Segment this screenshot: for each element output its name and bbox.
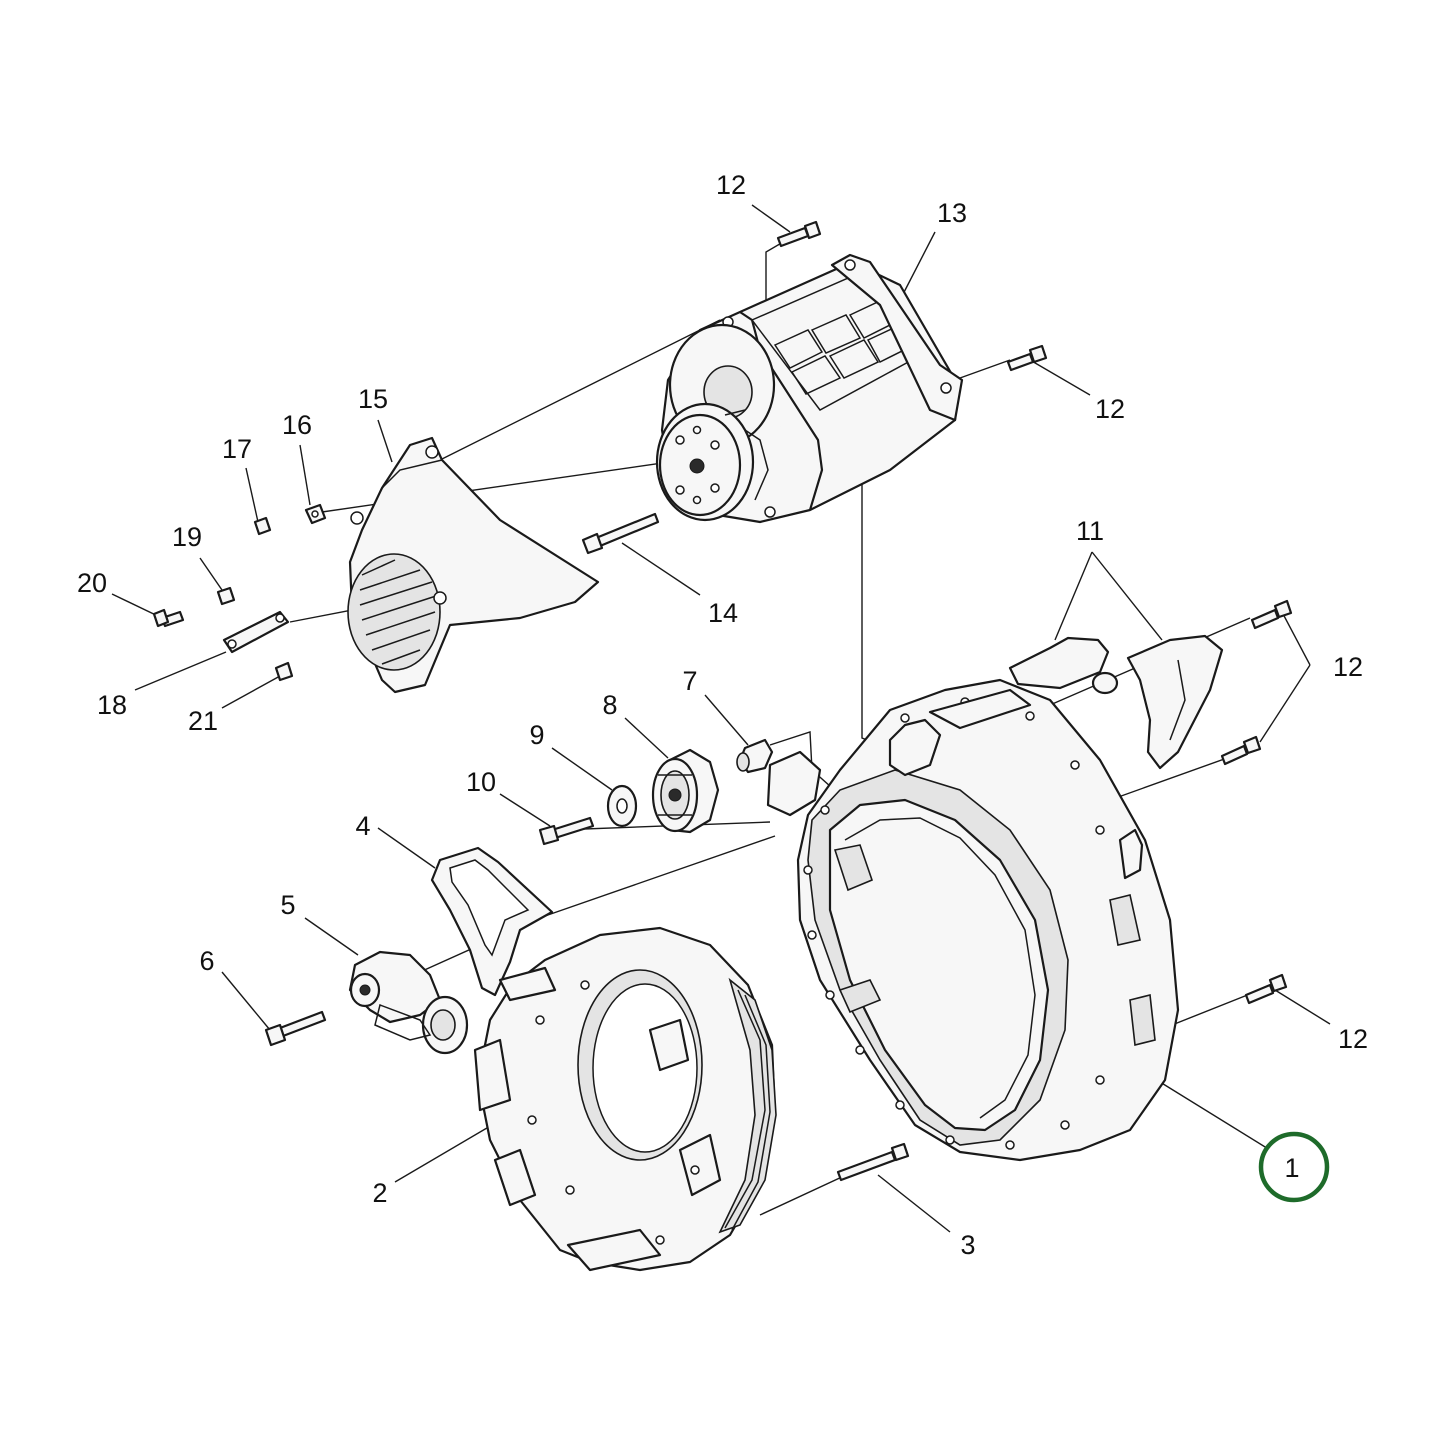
bolt-part-10 — [538, 816, 595, 846]
fastener-part-20 — [152, 608, 185, 628]
callout-17: 17 — [222, 434, 252, 464]
callout-6: 6 — [199, 946, 214, 976]
callout-20: 20 — [77, 568, 107, 598]
tensioner-part-5 — [348, 950, 469, 1055]
bolt-part-12-housing — [1244, 973, 1288, 1005]
belt-guard-part-15 — [347, 436, 600, 694]
callout-14: 14 — [708, 598, 738, 628]
callout-labels: 12 13 12 15 16 17 19 20 18 21 14 11 12 7… — [77, 170, 1368, 1260]
bolt-part-12-bracket-lower — [1220, 735, 1262, 766]
callout-4: 4 — [355, 811, 370, 841]
callout-2: 2 — [372, 1178, 387, 1208]
callout-5: 5 — [280, 890, 295, 920]
flywheel-pulley-part-2 — [473, 926, 777, 1272]
callout-1: 1 — [1284, 1153, 1299, 1183]
strap-part-18 — [222, 610, 290, 654]
highlight-ring — [1258, 1131, 1330, 1203]
pulley-grooves — [724, 989, 771, 1231]
fastener-part-17 — [253, 516, 272, 536]
drive-belt-part-4 — [430, 846, 554, 997]
bolt-part-12-bracket-upper — [1250, 599, 1293, 630]
compressor-part-13 — [655, 253, 964, 524]
washer-part-9 — [606, 784, 638, 828]
fastener-part-16 — [304, 503, 327, 525]
fastener-part-19 — [216, 586, 236, 606]
callout-3: 3 — [960, 1230, 975, 1260]
callout-12-top: 12 — [716, 170, 746, 200]
callout-16: 16 — [282, 410, 312, 440]
callout-12-bracket: 12 — [1333, 652, 1363, 682]
callout-18: 18 — [97, 690, 127, 720]
callout-7: 7 — [682, 666, 697, 696]
callout-19: 19 — [172, 522, 202, 552]
callout-9: 9 — [529, 720, 544, 750]
fastener-part-21 — [274, 661, 294, 682]
long-bolt-part-14 — [581, 512, 660, 555]
idler-pulley-part-8 — [651, 748, 720, 834]
bolt-part-12-top — [776, 220, 822, 248]
callout-8: 8 — [602, 690, 617, 720]
callout-12-housing: 12 — [1338, 1024, 1368, 1054]
housing-bolt-holes — [803, 697, 1105, 1150]
guard-vent-slots — [359, 559, 437, 665]
bracket-part-11-left — [1008, 636, 1119, 695]
callout-10: 10 — [466, 767, 496, 797]
bolt-part-6 — [264, 1010, 327, 1047]
callout-21: 21 — [188, 706, 218, 736]
callout-12-compressor: 12 — [1095, 394, 1125, 424]
callout-15: 15 — [358, 384, 388, 414]
spacer-part-7 — [736, 738, 774, 774]
callout-11: 11 — [1076, 516, 1104, 546]
bracket-part-11-right — [1126, 634, 1224, 770]
callout-13: 13 — [937, 198, 967, 228]
bolt-part-12-compressor — [1006, 344, 1048, 372]
long-bolt-part-3 — [836, 1142, 910, 1182]
bell-housing-part-1 — [766, 678, 1180, 1162]
